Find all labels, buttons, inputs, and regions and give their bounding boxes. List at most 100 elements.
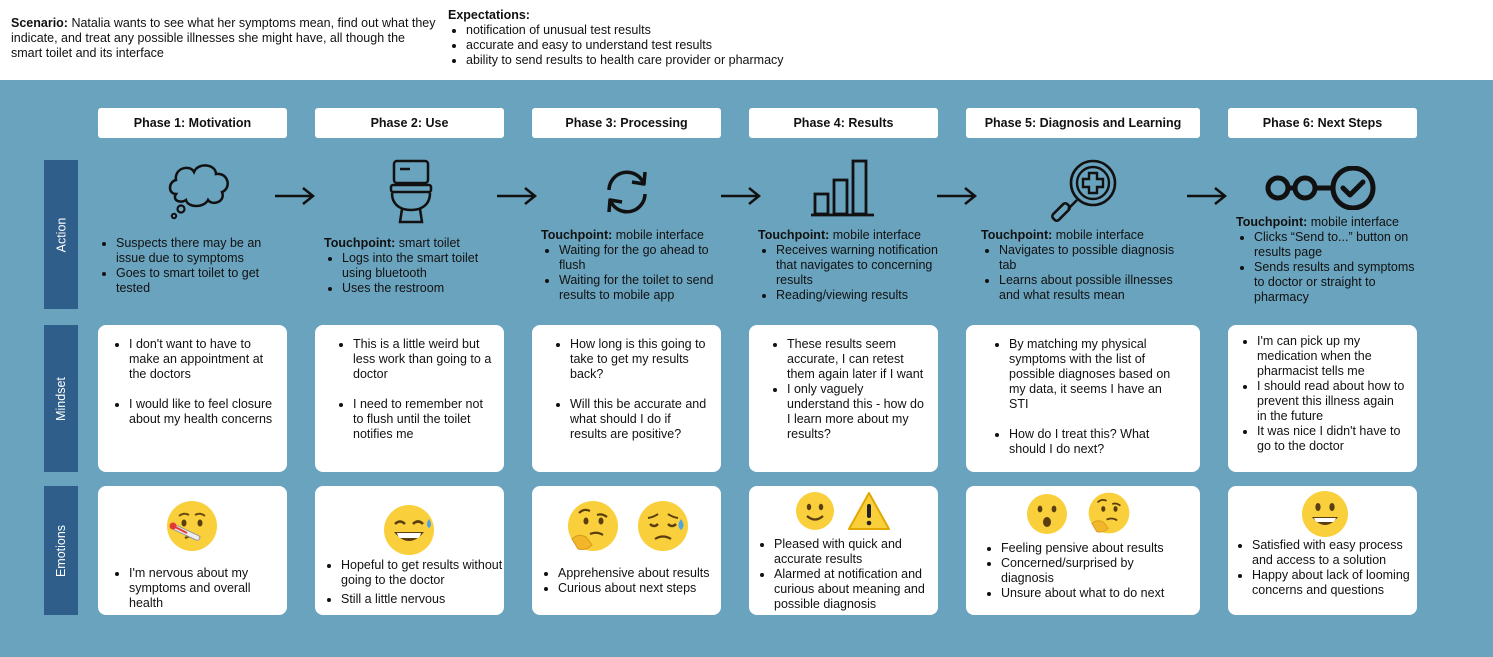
action-text-phase-3: Touchpoint: mobile interface Waiting for… — [541, 228, 721, 303]
mindset-card-phase-4: These results seem accurate, I can retes… — [749, 325, 938, 472]
emotion-text-phase-3: Apprehensive about results Curious about… — [540, 566, 720, 596]
touchpoint-value: mobile interface — [1307, 215, 1399, 229]
warning-emoji — [848, 492, 890, 530]
grinning-sweat-emoji — [384, 505, 434, 555]
expectations: Expectations: notification of unusual te… — [448, 8, 784, 68]
emotion-text-phase-4: Pleased with quick and accurate results … — [756, 537, 936, 612]
magnifier-medical-icon — [1051, 159, 1117, 222]
row-label-emotions: Emotions — [44, 486, 78, 615]
surprised-face-emoji — [1027, 494, 1067, 534]
mindset-item: I would like to feel closure about my he… — [129, 397, 275, 427]
mindset-item: These results seem accurate, I can retes… — [787, 337, 928, 382]
emotion-card-phase-5 — [966, 486, 1200, 615]
expectation-item: accurate and easy to understand test res… — [466, 38, 784, 53]
action-item: Waiting for the go ahead to flush — [559, 243, 721, 273]
action-item: Clicks “Send to...” button on results pa… — [1254, 230, 1426, 260]
row-label-action: Action — [44, 160, 78, 309]
action-item: Suspects there may be an issue due to sy… — [116, 236, 278, 266]
touchpoint-value: mobile interface — [612, 228, 704, 242]
mindset-item: I need to remember not to flush until th… — [353, 397, 492, 442]
phase-1-header: Phase 1: Motivation — [98, 108, 287, 138]
emotion-item: I'm nervous about my symptoms and overal… — [129, 566, 281, 611]
mindset-card-phase-6: I'm can pick up my medication when the p… — [1228, 325, 1417, 472]
thought-cloud-icon — [168, 164, 229, 220]
mindset-item: I should read about how to prevent this … — [1257, 379, 1407, 424]
mindset-item: How do I treat this? What should I do ne… — [1009, 427, 1182, 457]
action-item: Logs into the smart toilet using bluetoo… — [342, 251, 504, 281]
face-with-thermometer-emoji — [167, 501, 217, 551]
phase-3-header: Phase 3: Processing — [532, 108, 721, 138]
touchpoint-value: smart toilet — [395, 236, 460, 250]
arrow-right-icon — [275, 187, 315, 205]
mindset-card-phase-3: How long is this going to take to get my… — [532, 325, 721, 472]
phase-2-header: Phase 2: Use — [315, 108, 504, 138]
touchpoint-label: Touchpoint: — [324, 236, 396, 250]
emotion-text-phase-5: Feeling pensive about results Concerned/… — [983, 541, 1183, 601]
emotion-item: Curious about next steps — [558, 581, 720, 596]
emotion-item: Happy about lack of looming concerns and… — [1252, 568, 1418, 598]
touchpoint-label: Touchpoint: — [981, 228, 1053, 242]
toilet-icon — [389, 159, 433, 224]
mindset-item: This is a little weird but less work tha… — [353, 337, 492, 382]
emotion-item: Satisfied with easy process and access t… — [1252, 538, 1418, 568]
action-text-phase-6: Touchpoint: mobile interface Clicks “Sen… — [1236, 215, 1426, 305]
touchpoint-value: mobile interface — [829, 228, 921, 242]
mindset-item: I only vaguely understand this - how do … — [787, 382, 928, 442]
touchpoint-label: Touchpoint: — [541, 228, 613, 242]
action-text-phase-1: Suspects there may be an issue due to sy… — [98, 236, 278, 296]
phase-5-header: Phase 5: Diagnosis and Learning — [966, 108, 1200, 138]
grinning-face-emoji — [1302, 491, 1348, 537]
mindset-item: I don't want to have to make an appointm… — [129, 337, 275, 382]
emotion-item: Unsure about what to do next — [1001, 586, 1183, 601]
action-item: Learns about possible illnesses and what… — [999, 273, 1181, 303]
arrow-right-icon — [1187, 187, 1227, 205]
phase-6-header: Phase 6: Next Steps — [1228, 108, 1417, 138]
action-item: Waiting for the toilet to send results t… — [559, 273, 721, 303]
emotion-item: Concerned/surprised by diagnosis — [1001, 556, 1183, 586]
scenario-body: Natalia wants to see what her symptoms m… — [11, 16, 436, 60]
emotion-item: Hopeful to get results without going to … — [341, 558, 503, 588]
scenario-text: Scenario: Natalia wants to see what her … — [11, 16, 436, 61]
slightly-smiling-emoji — [796, 492, 834, 530]
row-label-mindset: Mindset — [44, 325, 78, 472]
action-item: Sends results and symptoms to doctor or … — [1254, 260, 1426, 305]
refresh-icon — [607, 170, 647, 214]
emotion-text-phase-2: Hopeful to get results without going to … — [323, 558, 503, 607]
expectation-item: notification of unusual test results — [466, 23, 784, 38]
emotion-item: Pleased with quick and accurate results — [774, 537, 936, 567]
row-label-text: Mindset — [54, 376, 68, 421]
emotion-text-phase-6: Satisfied with easy process and access t… — [1234, 538, 1418, 598]
mindset-card-phase-5: By matching my physical symptoms with th… — [966, 325, 1200, 472]
emotion-card-phase-3 — [532, 486, 721, 615]
mindset-item: Will this be accurate and what should I … — [570, 397, 709, 442]
bar-chart-icon — [811, 159, 874, 217]
expectations-title: Expectations: — [448, 8, 530, 22]
mindset-item: It was nice I didn't have to go to the d… — [1257, 424, 1407, 454]
row-label-text: Emotions — [54, 524, 69, 577]
touchpoint-label: Touchpoint: — [1236, 215, 1308, 229]
expectation-item: ability to send results to health care p… — [466, 53, 784, 68]
action-item: Reading/viewing results — [776, 288, 938, 303]
mindset-item: By matching my physical symptoms with th… — [1009, 337, 1182, 412]
action-text-phase-4: Touchpoint: mobile interface Receives wa… — [758, 228, 938, 303]
scenario-label: Scenario: — [11, 16, 68, 30]
arrow-right-icon — [721, 187, 761, 205]
mindset-card-phase-1: I don't want to have to make an appointm… — [98, 325, 287, 472]
arrow-right-icon — [497, 187, 537, 205]
phase-4-header: Phase 4: Results — [749, 108, 938, 138]
emotion-item: Apprehensive about results — [558, 566, 720, 581]
touchpoint-value: mobile interface — [1052, 228, 1144, 242]
emotion-text-phase-1: I'm nervous about my symptoms and overal… — [111, 566, 281, 611]
touchpoint-label: Touchpoint: — [758, 228, 830, 242]
action-item: Goes to smart toilet to get tested — [116, 266, 278, 296]
emotion-item: Feeling pensive about results — [1001, 541, 1183, 556]
action-item: Navigates to possible diagnosis tab — [999, 243, 1181, 273]
emotion-card-phase-4 — [749, 486, 938, 615]
action-text-phase-2: Touchpoint: smart toilet Logs into the s… — [324, 236, 504, 296]
arrow-right-icon — [937, 187, 977, 205]
progress-check-icon — [1265, 166, 1376, 210]
thinking-face-emoji — [568, 501, 618, 551]
downcast-sweat-emoji — [638, 501, 688, 551]
action-item: Receives warning notification that navig… — [776, 243, 938, 288]
action-text-phase-5: Touchpoint: mobile interface Navigates t… — [981, 228, 1181, 303]
